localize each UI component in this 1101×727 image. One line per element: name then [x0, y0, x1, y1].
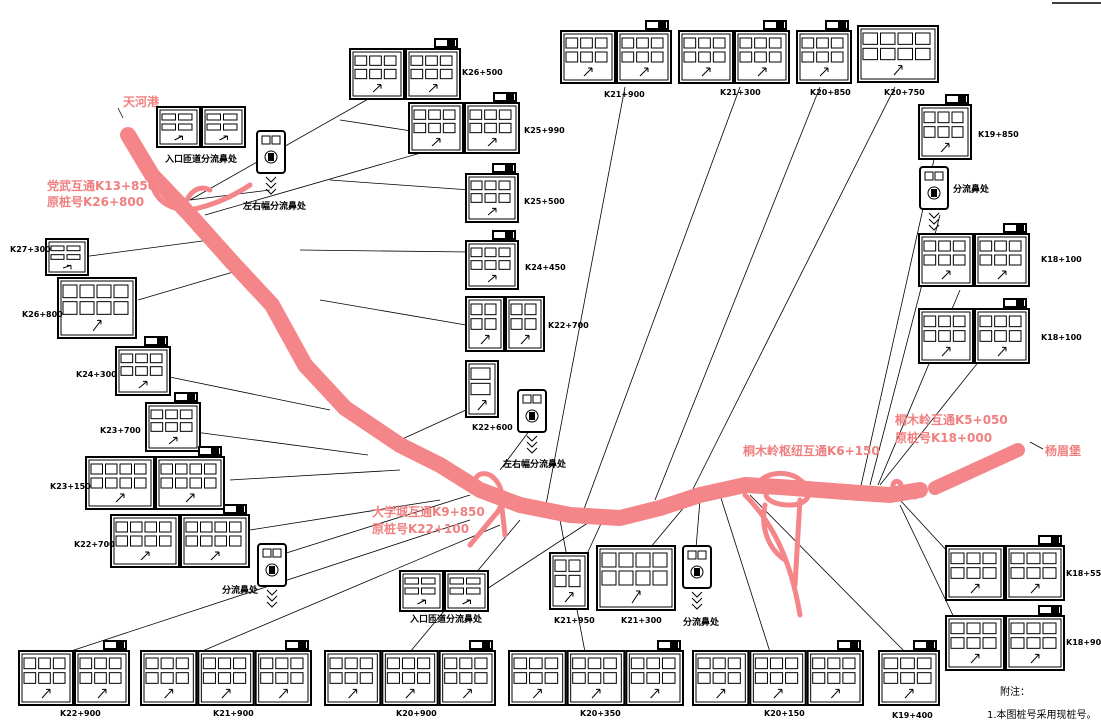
- note-ramp-diverge-bottom: 入口匝道分流鼻处: [409, 613, 483, 625]
- sign-k25-500: [465, 163, 519, 223]
- footer-line1: 1.本图桩号采用现桩号。: [987, 708, 1097, 721]
- stake-k20-750: K20+750: [884, 88, 925, 97]
- sign-k22-600: [465, 360, 499, 418]
- note-lr-diverge-top: 左右幅分流鼻处: [242, 200, 307, 212]
- stake-k24-450: K24+450: [525, 263, 566, 272]
- sign-k21-900-bot: [140, 640, 313, 706]
- stake-labels: K26+500 K25+990 K25+500 K24+450 K22+700 …: [10, 68, 1101, 720]
- stake-k22-700: K22+700: [74, 540, 115, 549]
- sign-k21-900-top: [560, 20, 672, 84]
- stake-k22-700-mid: K22+700: [548, 321, 589, 330]
- diverge-post-top: [256, 130, 286, 195]
- sign-k20-150: [692, 640, 865, 706]
- stake-k21-950: K21+950: [554, 616, 595, 625]
- note-lr-diverge-mid: 左右幅分流鼻处: [502, 458, 567, 470]
- sign-k20-850: [796, 20, 852, 84]
- place-tongmuling-old: 原桩号K18+000: [895, 430, 992, 445]
- sign-k25-990: [408, 92, 520, 154]
- sign-k21-300-mid: [596, 545, 676, 611]
- stake-k22-900: K22+900: [60, 709, 101, 718]
- sign-k26-800: [57, 277, 137, 339]
- footer-note: 附注： 1.本图桩号采用现桩号。: [987, 685, 1097, 721]
- road-main: [120, 127, 1025, 618]
- stake-k20-900: K20+900: [396, 709, 437, 718]
- sign-k18-550: [945, 535, 1065, 601]
- diverge-post-right: [919, 166, 949, 231]
- sign-k20-900: [324, 640, 496, 706]
- diverge-post-mid: [517, 389, 547, 454]
- stake-k20-850: K20+850: [810, 88, 851, 97]
- stake-k23-700: K23+700: [100, 426, 141, 435]
- note-diverge-right: 分流鼻处: [953, 183, 990, 195]
- sign-k20-750: [857, 25, 939, 83]
- sign-k19-850: [918, 94, 972, 160]
- place-yangmei: 杨眉堡: [1045, 443, 1081, 458]
- sign-k24-450: [465, 230, 519, 290]
- note-diverge-bottom: 分流鼻处: [683, 616, 720, 628]
- sign-k21-300-top: [678, 20, 790, 84]
- stake-k20-150: K20+150: [764, 709, 805, 718]
- note-ramp-diverge-top: 入口匝道分流鼻处: [164, 153, 238, 165]
- diverge-post-left: [257, 543, 287, 608]
- sign-k20-350: [508, 640, 684, 706]
- sign-k22-700: [110, 504, 250, 568]
- stake-k21-900-bot: K21+900: [213, 709, 254, 718]
- sign-k18-100-a: [918, 223, 1030, 287]
- stake-k25-990: K25+990: [524, 126, 565, 135]
- stake-k20-350: K20+350: [580, 709, 621, 718]
- stake-k18-900: K18+900: [1066, 638, 1101, 647]
- place-names: 天河港 杨眉堡 党武互通K13+850 原桩号K26+800 大学城互通K9+8…: [47, 94, 1081, 536]
- stake-k21-300-mid: K21+300: [621, 616, 662, 625]
- stake-k25-500: K25+500: [524, 197, 565, 206]
- sign-k22-700-mid: [465, 296, 545, 352]
- place-dangwu-old: 原桩号K26+800: [47, 194, 144, 209]
- sign-k22-900: [18, 640, 130, 706]
- sign-k19-400: [878, 640, 940, 706]
- stake-k27-300: K27+300: [10, 245, 51, 254]
- note-diverge-left: 分流鼻处: [222, 584, 259, 596]
- stake-k26-500: K26+500: [462, 68, 503, 77]
- stake-k26-800: K26+800: [22, 310, 63, 319]
- stake-k18-100-b: K18+100: [1041, 333, 1082, 342]
- place-tongmuling: 桐木岭互通K5+050: [895, 412, 1008, 427]
- place-dangwu: 党武互通K13+850: [47, 178, 156, 193]
- place-tianhe: 天河港: [123, 94, 160, 109]
- sign-ramp-top: [156, 106, 246, 148]
- place-daxuecheng: 大学城互通K9+850: [372, 504, 485, 519]
- sign-k18-900: [945, 605, 1065, 671]
- sign-k27-300: [45, 238, 89, 276]
- stake-k22-600: K22+600: [472, 423, 513, 432]
- stake-k24-300: K24+300: [76, 370, 117, 379]
- stake-k19-400: K19+400: [892, 711, 933, 720]
- sign-k24-300: [115, 336, 171, 396]
- stake-k19-850: K19+850: [978, 130, 1019, 139]
- stake-k23-150: K23+150: [50, 482, 91, 491]
- sign-k21-950: [549, 552, 589, 610]
- sign-k18-100-b: [918, 298, 1030, 364]
- place-tongmuling-hub: 桐木岭枢纽互通K6+150: [743, 443, 880, 458]
- place-daxuecheng-old: 原桩号K22+100: [372, 521, 469, 536]
- notes: 入口匝道分流鼻处 左右幅分流鼻处 分流鼻处 左右幅分流鼻处 分流鼻处 入口匝道分…: [164, 153, 990, 628]
- footer-label: 附注：: [1000, 685, 1030, 698]
- sign-ramp-bottom: [399, 570, 489, 612]
- stake-k21-300-top: K21+300: [720, 88, 761, 97]
- sign-k23-150: [85, 446, 225, 510]
- stake-k18-100-a: K18+100: [1041, 255, 1082, 264]
- diverge-post-bottom: [682, 545, 712, 610]
- sign-k26-500: [349, 38, 461, 100]
- sign-k23-700: [145, 392, 201, 452]
- stake-k21-900-top: K21+900: [604, 90, 645, 99]
- guide-signs: [18, 20, 1065, 706]
- stake-k18-550: K18+550: [1066, 569, 1101, 578]
